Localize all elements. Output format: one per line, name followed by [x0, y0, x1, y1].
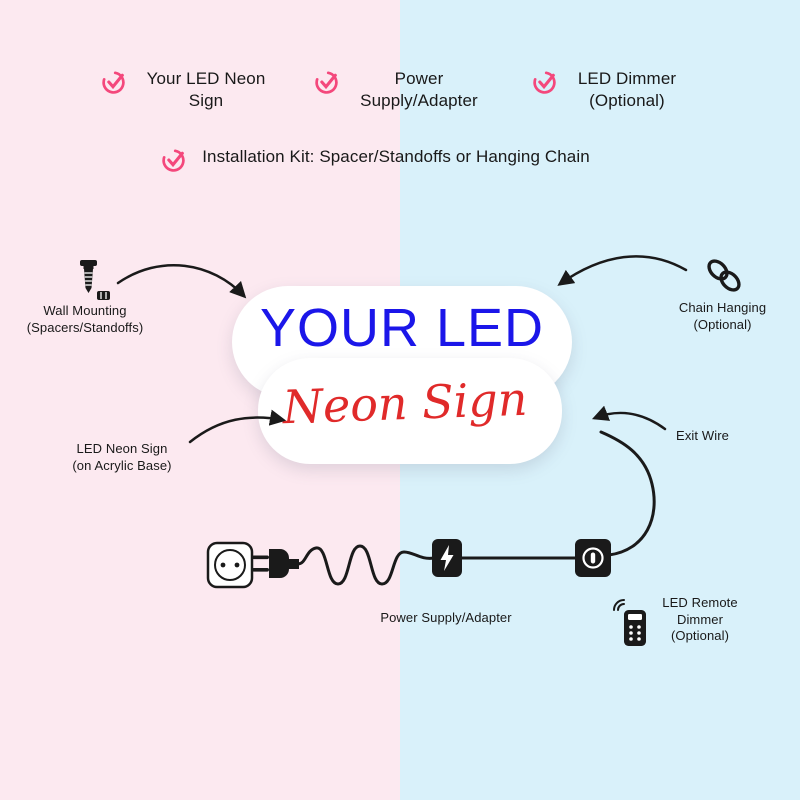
chain-hanging-label: Chain Hanging (Optional) [645, 300, 800, 333]
remote-control-icon [612, 596, 652, 653]
sign-backplate-bottom [258, 358, 562, 464]
power-supply-line1: Power Supply/Adapter [380, 610, 512, 625]
acrylic-base-label: LED Neon Sign (on Acrylic Base) [37, 441, 207, 474]
check-icon [313, 68, 340, 100]
power-plug-icon [252, 547, 300, 586]
chain-hanging-line1: Chain Hanging [678, 300, 767, 315]
wall-socket-icon [206, 541, 254, 594]
remote-dimmer-line3: (Optional) [670, 628, 730, 643]
sign-subtitle-script: Neon Sign [281, 371, 529, 435]
chain-hanging-line2: (Optional) [693, 316, 752, 332]
checklist-item-dimmer: LED Dimmer (Optional) [531, 68, 687, 113]
checklist-item-installation-kit: Installation Kit: Spacer/Standoffs or Ha… [160, 146, 596, 178]
check-icon [160, 146, 187, 178]
checklist-label: LED Dimmer (Optional) [577, 69, 677, 111]
check-icon [531, 68, 558, 100]
power-adapter-icon [432, 539, 462, 582]
exit-wire-line1: Exit Wire [676, 428, 729, 443]
check-icon [100, 68, 127, 100]
remote-dimmer-line1: LED Remote [662, 595, 738, 610]
screw-standoff-icon [74, 258, 114, 309]
power-supply-label: Power Supply/Adapter [346, 610, 546, 627]
acrylic-base-line1: LED Neon Sign [76, 441, 168, 456]
chain-link-icon [702, 256, 746, 301]
checklist-label: Power Supply/Adapter [360, 69, 478, 111]
remote-dimmer-label: LED Remote Dimmer (Optional) [645, 595, 755, 645]
inline-dimmer-icon [575, 539, 611, 582]
wall-mounting-label: Wall Mounting (Spacers/Standoffs) [5, 303, 165, 336]
exit-wire-label: Exit Wire [655, 428, 750, 445]
checklist-label: Installation Kit: Spacer/Standoffs or Ha… [202, 147, 590, 166]
wall-mounting-line1: Wall Mounting [43, 303, 127, 318]
checklist-item-power-supply: Power Supply/Adapter [313, 68, 489, 113]
wall-mounting-line2: (Spacers/Standoffs) [26, 319, 144, 335]
sign-title-text: YOUR LED [259, 298, 545, 358]
remote-dimmer-line2: Dimmer [676, 611, 724, 627]
checklist-label: Your LED Neon Sign [146, 69, 266, 111]
acrylic-base-line2: (on Acrylic Base) [72, 457, 172, 473]
checklist-item-neon-sign: Your LED Neon Sign [100, 68, 276, 113]
